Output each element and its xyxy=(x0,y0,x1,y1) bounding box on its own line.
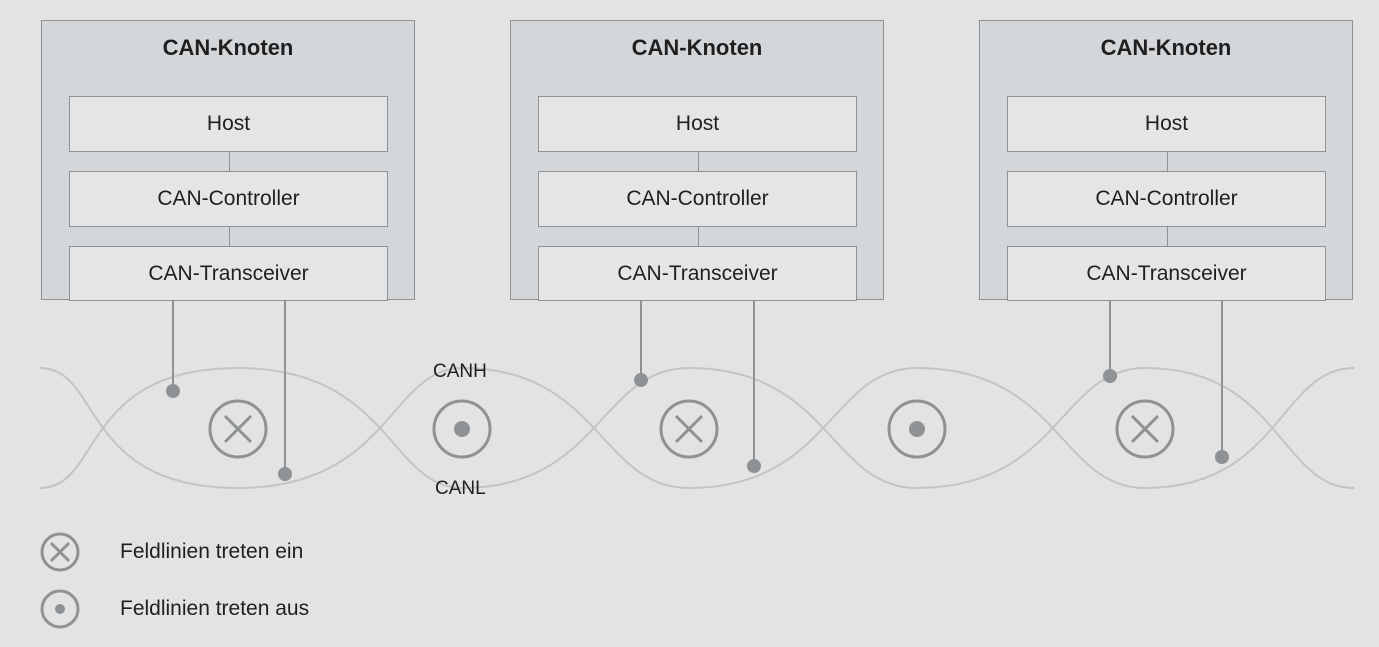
layer-connector xyxy=(698,152,699,171)
field-into-page-icon xyxy=(40,532,80,572)
canl-tap-dot xyxy=(1215,450,1229,464)
canh-tap-dot xyxy=(1103,369,1117,383)
controller-layer: CAN-Controller xyxy=(69,171,388,227)
node-title: CAN-Knoten xyxy=(631,35,763,60)
controller-layer: CAN-Controller xyxy=(538,171,857,227)
layer-connector xyxy=(1167,227,1168,246)
transceiver-layer: CAN-Transceiver xyxy=(69,246,388,301)
twisted-pair-wires xyxy=(39,366,1355,490)
field-out-of-page-icon xyxy=(432,399,492,459)
legend-field-in-label: Feldlinien treten ein xyxy=(120,540,304,563)
layer-connector xyxy=(1167,152,1168,171)
layer-connector xyxy=(229,227,230,246)
can-node: CAN-Knoten Host CAN-Controller CAN-Trans… xyxy=(41,20,415,301)
canl-tap-dot xyxy=(747,459,761,473)
field-into-page-icon xyxy=(208,399,268,459)
canh-label: CANH xyxy=(433,361,487,382)
canh-wire xyxy=(39,366,1355,490)
host-layer: Host xyxy=(69,96,388,152)
field-into-page-icon xyxy=(1115,399,1175,459)
transceiver-layer: CAN-Transceiver xyxy=(538,246,857,301)
field-out-of-page-icon xyxy=(887,399,947,459)
field-out-of-page-icon xyxy=(40,589,80,629)
canl-tap-dot xyxy=(278,467,292,481)
field-into-page-icon xyxy=(659,399,719,459)
legend-field-out-label: Feldlinien treten aus xyxy=(120,597,310,620)
canh-tap-dot xyxy=(634,373,648,387)
layer-connector xyxy=(698,227,699,246)
node-title: CAN-Knoten xyxy=(162,35,294,60)
canl-label: CANL xyxy=(435,478,486,499)
transceiver-layer: CAN-Transceiver xyxy=(1007,246,1326,301)
controller-layer: CAN-Controller xyxy=(1007,171,1326,227)
can-node: CAN-Knoten Host CAN-Controller CAN-Trans… xyxy=(510,20,884,301)
host-layer: Host xyxy=(538,96,857,152)
can-node: CAN-Knoten Host CAN-Controller CAN-Trans… xyxy=(979,20,1353,301)
host-layer: Host xyxy=(1007,96,1326,152)
layer-connector xyxy=(229,152,230,171)
canl-wire xyxy=(39,366,1355,490)
node-title: CAN-Knoten xyxy=(1100,35,1232,60)
canh-tap-dot xyxy=(166,384,180,398)
